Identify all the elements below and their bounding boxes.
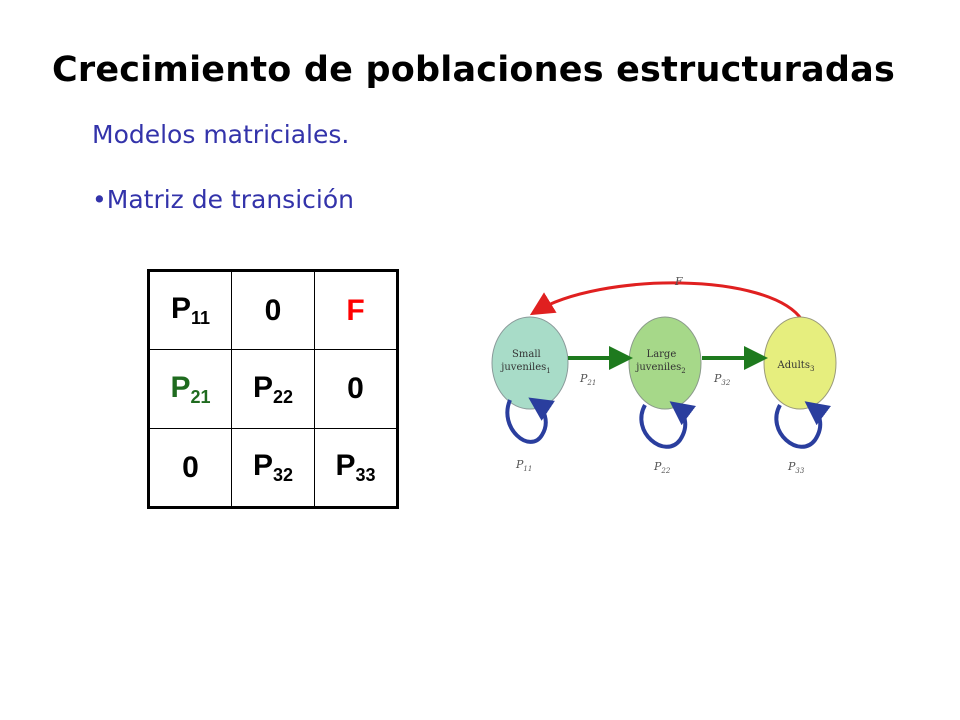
p21-label: P21	[579, 372, 596, 387]
matrix-cell-value: 0	[347, 372, 364, 405]
fecundity-arrow	[529, 281, 804, 321]
matrix-cell-value: F	[346, 293, 365, 327]
matrix-cell-subscript: 22	[272, 386, 294, 407]
p11-label: P11	[515, 458, 532, 473]
node-small-label: Small juveniles1	[500, 349, 550, 375]
matrix-cell-3-1: 0	[148, 428, 232, 508]
matrix-cell-1-2: 0	[231, 270, 315, 350]
matrix-row: P11 0 F	[148, 270, 398, 350]
matrix-cell-value: 0	[264, 293, 282, 327]
matrix-cell-subscript: 32	[272, 465, 294, 485]
p22-loop-arrow	[639, 401, 696, 449]
matrix-cell-subscript: 33	[355, 465, 376, 485]
matrix-cell-subscript: 11	[190, 308, 211, 328]
matrix-cell-value: P	[335, 449, 356, 482]
node-adults-label: Adults3	[777, 360, 815, 373]
matrix-cell-1-3: F	[314, 270, 398, 350]
matrix-cell-2-2: P22	[231, 349, 315, 429]
matrix-cell-2-3: 0	[314, 349, 398, 429]
life-cycle-diagram: F Small juveniles1 Large juveniles2 Adul…	[491, 275, 837, 475]
p22-label: P22	[653, 460, 671, 475]
page-title: Crecimiento de poblaciones estructuradas	[52, 50, 895, 90]
matrix-cell-1-1: P11	[148, 270, 232, 350]
matrix-cell-3-3: P33	[314, 428, 398, 508]
p32-label: P32	[713, 372, 731, 387]
matrix-cell-value: P	[170, 370, 191, 404]
bullet-item: •Matriz de transición	[92, 185, 354, 214]
p11-loop-arrow	[505, 397, 555, 444]
matrix-cell-value: 0	[182, 450, 199, 484]
matrix-cell-2-1: P21	[148, 349, 232, 429]
p33-loop-arrow	[774, 401, 831, 449]
matrix-cell-3-2: P32	[231, 428, 315, 508]
subtitle: Modelos matriciales.	[92, 120, 350, 149]
fecundity-label: F	[674, 275, 683, 288]
matrix-cell-value: P	[252, 370, 273, 404]
matrix-cell-subscript: 21	[190, 386, 211, 407]
matrix-cell-value: P	[170, 292, 191, 325]
node-large-label: Large juveniles2	[635, 349, 685, 375]
p33-label: P33	[787, 460, 805, 475]
matrix-cell-value: P	[252, 449, 273, 482]
